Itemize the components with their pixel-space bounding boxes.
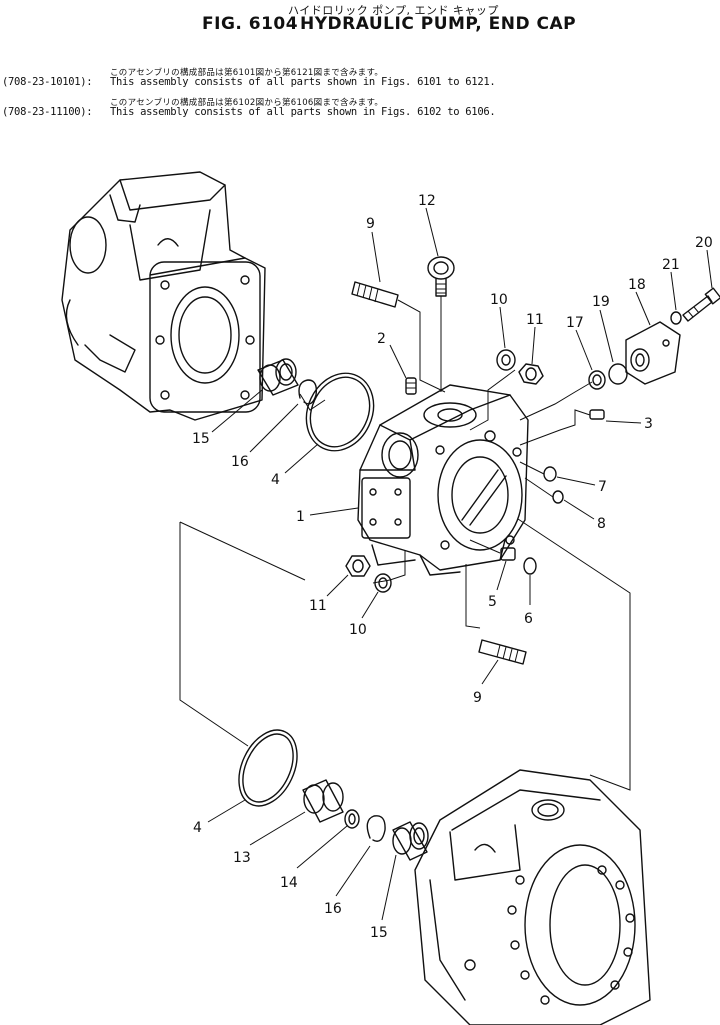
callout-13: 13	[233, 850, 251, 866]
leader-4-lower	[207, 799, 246, 823]
plug-right	[589, 409, 605, 420]
assembly-guide-lines	[179, 296, 631, 791]
pump-housing-upper	[61, 171, 266, 421]
o-ring-large-lower	[238, 729, 298, 807]
leader-13	[249, 811, 306, 846]
spacer-washer	[344, 809, 360, 829]
bearing-lower	[392, 821, 429, 861]
callout-9-lower: 9	[473, 690, 482, 706]
leader-7	[556, 476, 596, 486]
callout-11-lower: 11	[309, 598, 327, 614]
washer-lower	[374, 573, 392, 593]
callout-6: 6	[524, 611, 533, 627]
leader-11-upper	[531, 326, 536, 365]
callouts: 12 9 20 21 18 10 11 19 17 2 3 15 16 4 7 …	[192, 193, 713, 941]
leader-10-upper	[499, 306, 506, 349]
note-1-part-code: (708-23-10101):	[2, 76, 93, 88]
leader-9-lower	[481, 659, 499, 685]
leader-1	[309, 507, 359, 516]
plug	[405, 377, 417, 395]
callout-15-lower: 15	[370, 925, 388, 941]
leader-8	[563, 499, 595, 520]
callout-4-lower: 4	[193, 820, 202, 836]
flange	[625, 321, 681, 385]
callout-1: 1	[296, 509, 305, 525]
callout-4-upper: 4	[271, 472, 280, 488]
leader-9-upper	[371, 231, 381, 283]
stud-bolt-lower	[478, 639, 527, 665]
callout-17: 17	[566, 315, 584, 331]
leader-16-lower	[335, 845, 371, 897]
title-japanese: ハイドロリック ポンプ, エンド キャップ	[288, 4, 499, 17]
washer-upper	[496, 349, 516, 371]
callout-19: 19	[592, 294, 610, 310]
lock-washer	[670, 311, 682, 325]
callout-18: 18	[628, 277, 646, 293]
end-cap-body	[357, 384, 529, 576]
leader-10-lower	[361, 591, 379, 619]
note-2-part-code: (708-23-11100):	[2, 106, 93, 118]
leader-16-upper	[249, 403, 299, 453]
leader-5	[496, 560, 507, 591]
flange-bolt	[682, 287, 720, 322]
bearing-upper	[257, 358, 299, 396]
callout-7: 7	[598, 479, 607, 495]
note-1-text: This assembly consists of all parts show…	[110, 76, 496, 88]
o-ring-6	[523, 557, 537, 575]
callout-15-upper: 15	[192, 431, 210, 447]
callout-10-upper: 10	[490, 292, 508, 308]
callout-21: 21	[662, 257, 680, 273]
note-2-text: This assembly consists of all parts show…	[110, 106, 496, 118]
nut-lower	[345, 555, 371, 577]
callout-10-lower: 10	[349, 622, 367, 638]
callout-8: 8	[597, 516, 606, 532]
fitting	[588, 370, 606, 390]
nut-upper	[518, 363, 544, 385]
leader-18	[635, 291, 651, 326]
note-2-japanese: このアセンブリの構成部品は第6102図から第6106図まで含みます。	[110, 98, 384, 108]
leader-14	[296, 825, 348, 869]
o-ring-large-upper	[305, 372, 375, 452]
leader-15-lower	[381, 854, 397, 921]
callout-14: 14	[280, 875, 298, 891]
leader-12	[425, 207, 439, 257]
snap-ring-upper	[298, 379, 318, 405]
pump-housing-lower	[414, 769, 651, 1025]
o-ring-19	[608, 363, 628, 385]
dowel-pin	[500, 547, 516, 561]
figure-title: HYDRAULIC PUMP, END CAP	[300, 14, 577, 34]
callout-9-upper: 9	[366, 216, 375, 232]
leader-11-lower	[326, 574, 349, 597]
callout-16-upper: 16	[231, 454, 249, 470]
callout-5: 5	[488, 594, 497, 610]
note-1-japanese: このアセンブリの構成部品は第6101図から第6121図まで含みます。	[110, 68, 384, 78]
leader-2	[389, 344, 407, 379]
leader-15-upper	[211, 389, 263, 433]
stud-bolt-upper	[351, 281, 399, 308]
leader-3	[605, 420, 642, 424]
figure-number: FIG. 6104	[202, 14, 299, 34]
leader-21	[670, 271, 677, 311]
callout-16-lower: 16	[324, 901, 342, 917]
eye-bolt	[427, 256, 455, 297]
callout-20: 20	[695, 235, 713, 251]
callout-12: 12	[418, 193, 436, 209]
leader-17	[575, 329, 593, 371]
callout-3: 3	[644, 416, 653, 432]
callout-11-upper: 11	[526, 312, 544, 328]
o-ring-7	[543, 466, 557, 482]
leader-4-upper	[284, 443, 319, 474]
o-ring-8	[552, 490, 564, 504]
snap-ring-lower	[366, 815, 386, 842]
bushing	[302, 779, 344, 823]
leader-20	[706, 249, 713, 289]
callout-2: 2	[377, 331, 386, 347]
leader-19	[599, 309, 614, 363]
